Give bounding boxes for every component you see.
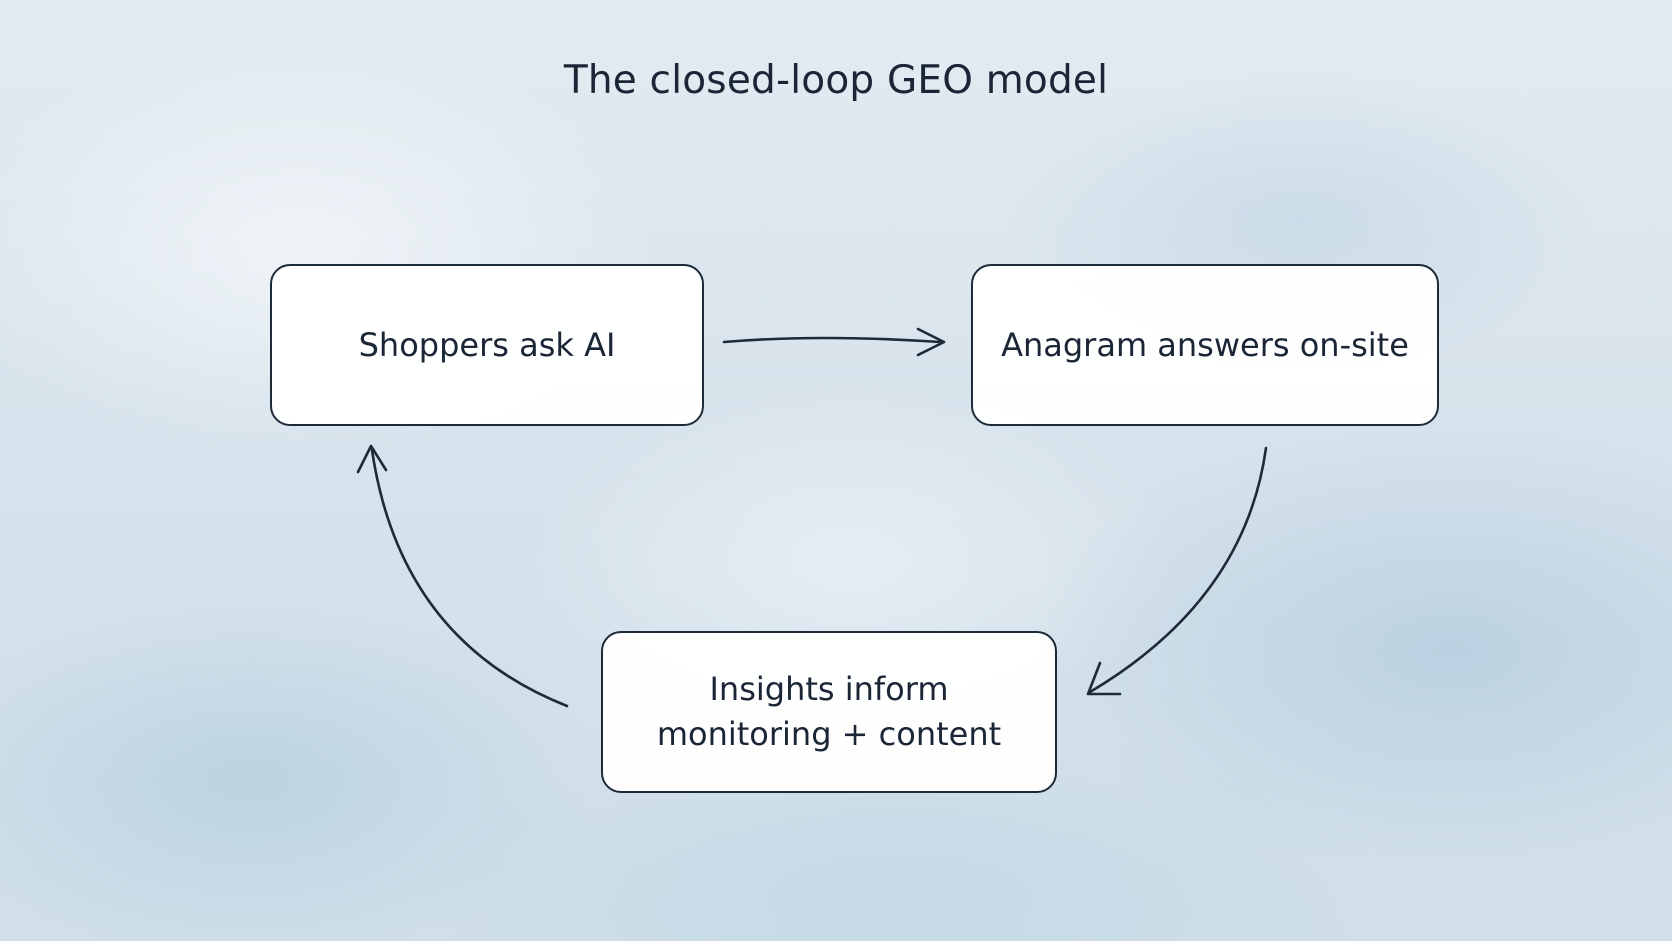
node-insights-line2: monitoring + content — [656, 715, 1002, 753]
arrowhead-shoppers-to-answers — [916, 327, 946, 357]
arrow-answers-to-insights — [1088, 446, 1268, 694]
node-answers-label: Anagram answers on-site — [1001, 325, 1409, 364]
node-shoppers-ask-ai: Shoppers ask AI — [270, 264, 704, 426]
node-anagram-answers: Anagram answers on-site — [971, 264, 1439, 426]
arrow-shoppers-to-answers — [722, 336, 942, 344]
node-insights-inform: Insights inform monitoring + content — [601, 631, 1057, 793]
diagram-title: The closed-loop GEO model — [563, 58, 1109, 103]
arrowhead-insights-to-shoppers — [356, 444, 388, 474]
arrow-insights-to-shoppers — [370, 448, 569, 708]
arrowhead-answers-to-insights — [1086, 661, 1122, 696]
node-shoppers-label: Shoppers ask AI — [358, 325, 616, 364]
node-insights-line1: Insights inform — [709, 670, 949, 708]
